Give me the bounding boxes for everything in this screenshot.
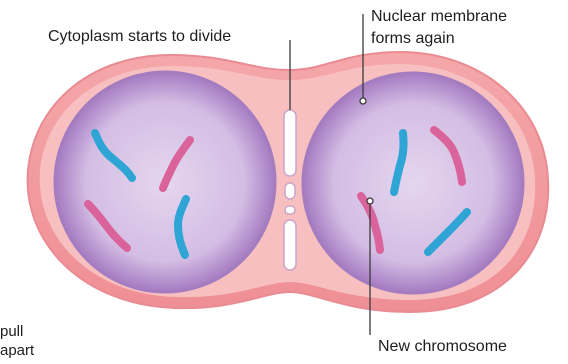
nucleus-right [303,73,523,293]
division-furrow [284,110,296,270]
leader-dot-new-chromosome [367,198,373,204]
pull-apart-label-line2: apart [0,341,34,361]
cytoplasm-label: Cytoplasm starts to divide [48,27,231,47]
leader-dot-nuclear-membrane [360,98,366,104]
nuclear-membrane-label-line1: Nuclear membrane [371,7,507,27]
pull-apart-label-line1: pull [0,322,23,342]
nuclear-membrane-label-line2: forms again [371,29,455,49]
new-chromosome-label: New chromosome [378,337,507,357]
